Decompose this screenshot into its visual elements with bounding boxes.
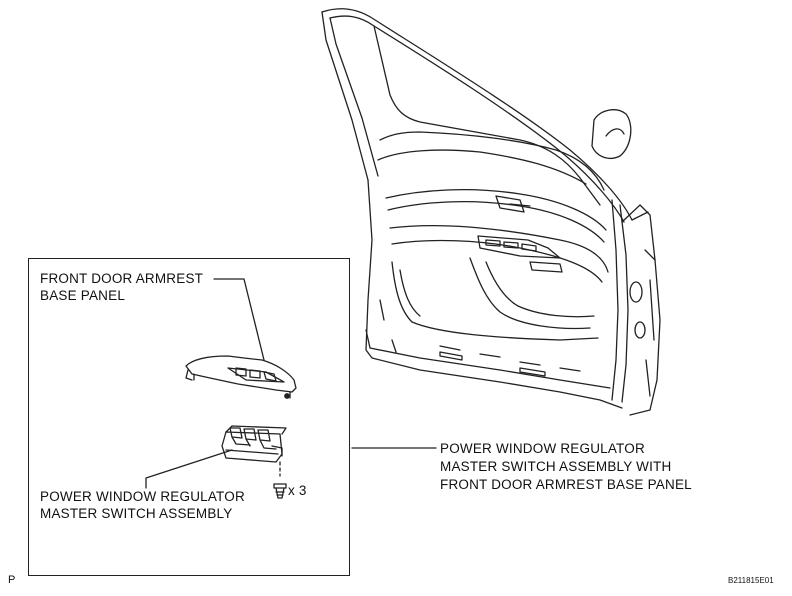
figure-code: B211815E01 <box>728 576 774 585</box>
assembly-label-line1: POWER WINDOW REGULATOR <box>440 441 645 456</box>
master-switch-part <box>221 425 287 463</box>
switch-label-line2: MASTER SWITCH ASSEMBLY <box>40 506 233 521</box>
switch-label-line1: POWER WINDOW REGULATOR <box>40 489 245 504</box>
parts-inset-frame <box>28 258 350 576</box>
front-door-illustration <box>321 7 661 416</box>
switch-leader-line <box>145 449 233 489</box>
armrest-label-line1: FRONT DOOR ARMREST <box>40 271 204 286</box>
armrest-base-panel-part <box>185 355 297 399</box>
assembly-label-line2: MASTER SWITCH ASSEMBLY WITH <box>440 459 672 474</box>
armrest-leader-line <box>213 278 265 361</box>
armrest-label-line2: BASE PANEL <box>40 288 126 303</box>
assembly-label-line3: FRONT DOOR ARMREST BASE PANEL <box>440 477 692 492</box>
screw-quantity: x 3 <box>288 483 307 498</box>
screw-icon <box>273 483 287 499</box>
corner-mark: P <box>8 574 16 586</box>
